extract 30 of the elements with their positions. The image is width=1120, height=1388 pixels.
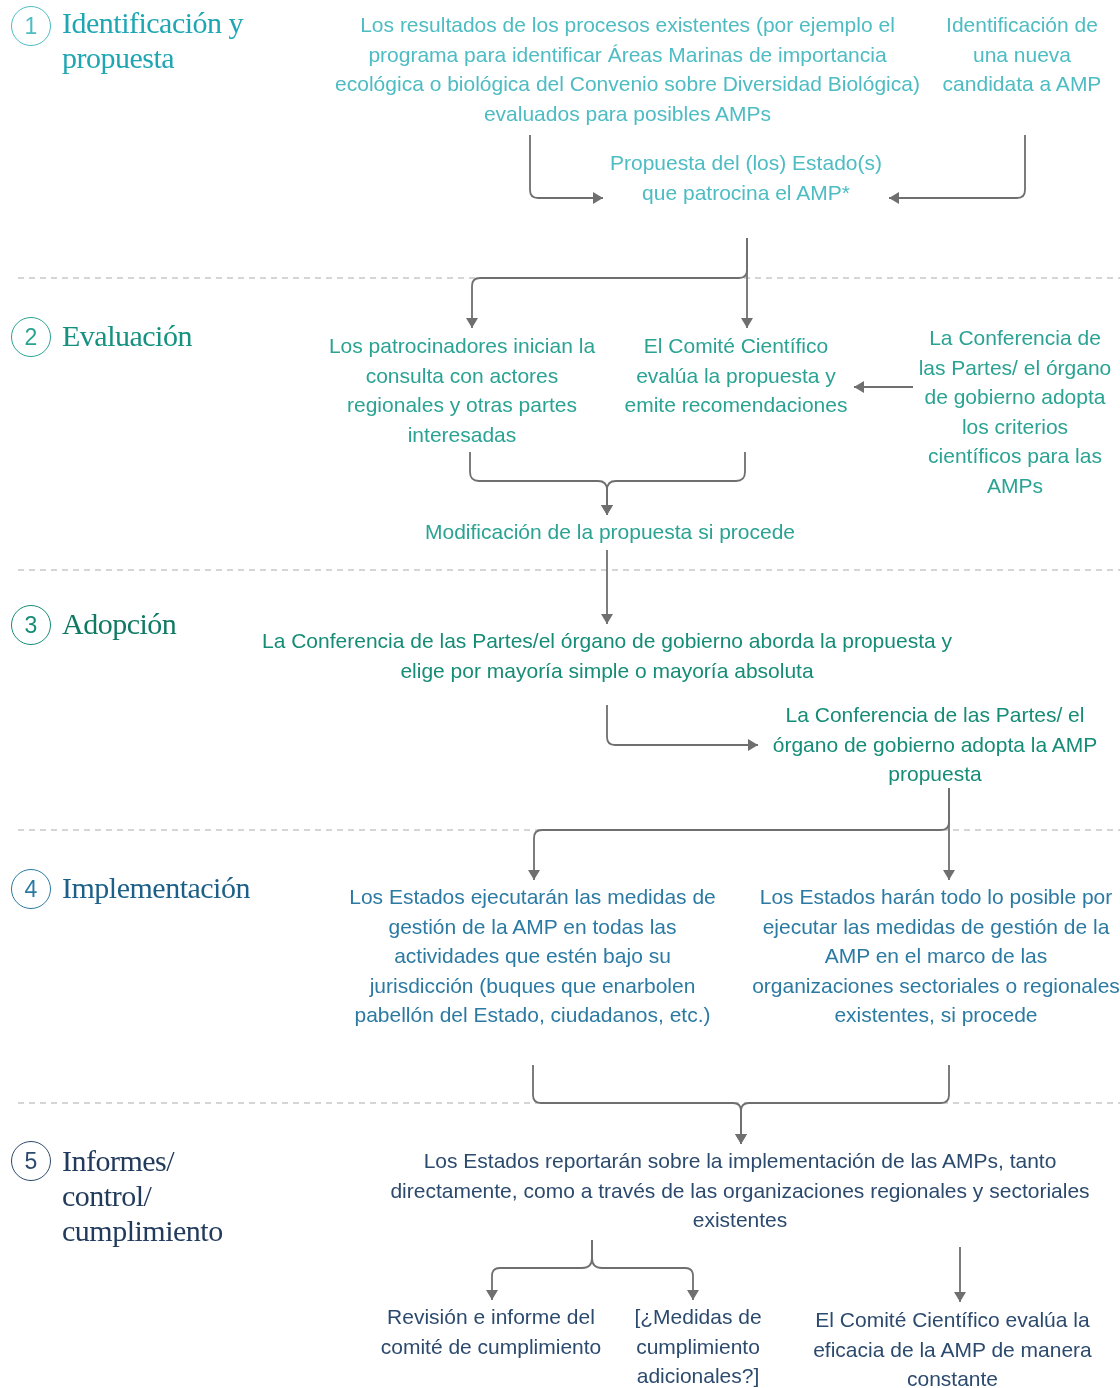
arrow bbox=[943, 787, 955, 881]
step-text: Propuesta del (los) Estado(s) que patrocina el AMP* bbox=[605, 148, 887, 207]
step-text: Identificación de una nueva candidata a AMP bbox=[938, 10, 1106, 99]
step-text: Modificación de la propuesta si procede bbox=[365, 517, 855, 547]
arrow bbox=[888, 134, 1026, 204]
arrow bbox=[954, 1246, 966, 1303]
step-text: Los Estados ejecutarán las medidas de gestión de la AMP en todas las actividades que estén bajo su jurisdicción (buques que enarbolen pabellón del Estado, ciudadanos, etc.) bbox=[340, 882, 725, 1030]
step-text: La Conferencia de las Partes/ el órgano de gobierno adopta la AMP propuesta bbox=[760, 700, 1110, 789]
stage-heading: Informes/ control/ cumplimiento bbox=[62, 1143, 224, 1248]
step-text: [¿Medidas de cumplimiento adicionales?] bbox=[610, 1302, 786, 1388]
stage-heading: Identificación y propuesta bbox=[62, 5, 245, 75]
step-text: El Comité Científico evalúa la propuesta y emite recomendaciones bbox=[620, 331, 852, 420]
step-text: La Conferencia de las Partes/ el órgano de gobierno adopta los criterios científicos para las AMPs bbox=[915, 323, 1115, 500]
arrow bbox=[529, 134, 604, 204]
arrow bbox=[601, 549, 613, 625]
step-text: El Comité Científico evalúa la eficacia de la AMP de manera constante bbox=[795, 1305, 1110, 1388]
arrow bbox=[606, 704, 759, 751]
arrow bbox=[735, 1064, 950, 1145]
step-text: Revisión e informe del comité de cumplimiento bbox=[380, 1302, 602, 1361]
arrow bbox=[591, 1239, 699, 1301]
step-text: Los Estados harán todo lo posible por ejecutar las medidas de gestión de la AMP en el marco de las organizaciones sectoriales o regionales existentes, si procede bbox=[752, 882, 1120, 1030]
stage-heading: Evaluación bbox=[62, 318, 193, 353]
step-text: La Conferencia de las Partes/el órgano de gobierno aborda la propuesta y elige por mayoría simple o mayoría absoluta bbox=[262, 626, 952, 685]
arrow bbox=[853, 381, 914, 393]
arrow bbox=[741, 237, 753, 329]
step-text: Los patrocinadores inician la consulta con actores regionales y otras partes interesadas bbox=[322, 331, 602, 449]
stage-heading: Implementación bbox=[62, 870, 251, 905]
arrow bbox=[601, 451, 746, 516]
step-text: Los resultados de los procesos existentes (por ejemplo el programa para identificar Áreas Marinas de importancia ecológica o biológica del Convenio sobre Diversidad Biológica) evaluados para posibles AMPs bbox=[325, 10, 930, 128]
step-text: Los Estados reportarán sobre la implementación de las AMPs, tanto directamente, como a través de las organizaciones regionales y sectoriales existentes bbox=[380, 1146, 1100, 1235]
